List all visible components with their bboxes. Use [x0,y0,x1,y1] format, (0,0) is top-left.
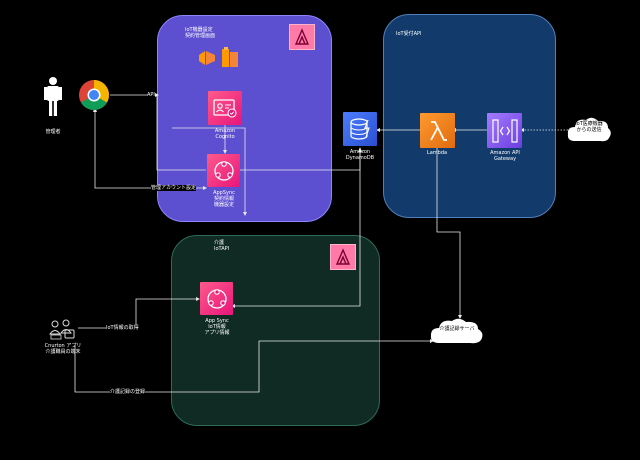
lambda-label: Lambda [426,150,448,156]
cloud-icon [565,115,613,149]
dynamodb-label: Amazon DynamoDB [345,149,375,161]
edge-label-iot-fetch: IoT情報の取得 [106,325,139,331]
amplify-icon [330,244,356,270]
cloud-icon [428,316,486,350]
chrome-icon [78,79,110,115]
client-app-label: Cnurton アプリ 介護職員の端末 [44,343,82,355]
api-gateway-icon [487,113,522,148]
amplify-icon [289,24,315,50]
cognito-icon [208,91,242,125]
iot-settings-group-label: IoT機器設定 契約管理画面 [185,27,216,39]
edge-account [94,112,205,189]
edge-care-record [74,340,432,393]
iot-api-group-label: IoT受付API [396,31,422,37]
api-gateway-label: Amazon API Gateway [490,150,520,162]
person-icon [44,76,62,122]
cognito-label: Amazon Cognito [214,128,236,140]
appsync-contract-label: AppSync 契約情報 機器設定 [213,190,235,208]
amplify-icon [198,49,216,71]
amplify-icon [220,47,240,73]
dynamodb-icon [343,112,377,146]
iot-device-label: IoT医療機器 からの送信 [575,121,603,133]
care-server-label: 介護記録サーバ [439,326,475,332]
lambda-icon [420,113,455,148]
care-api-group-label: 介護 IoTAPI [214,240,230,252]
edge-iot-fetch [78,298,198,329]
appsync-icon [200,282,233,315]
appsync-icon [207,154,240,187]
edge-lambda-server [436,148,461,317]
edge-label-care-record: 介護記録の登録 [110,389,146,395]
edge-label-api: API [147,92,155,98]
iot-api-group [383,14,556,218]
users-icon [48,318,76,344]
admin-label: 管理者 [45,129,61,135]
appsync-care-label: App Sync IoT情報 アプリ情報 [204,318,230,336]
edge-dynamodb-appsync-care [233,152,361,307]
edge-label-account: 管理アカウント設定 [151,185,197,191]
